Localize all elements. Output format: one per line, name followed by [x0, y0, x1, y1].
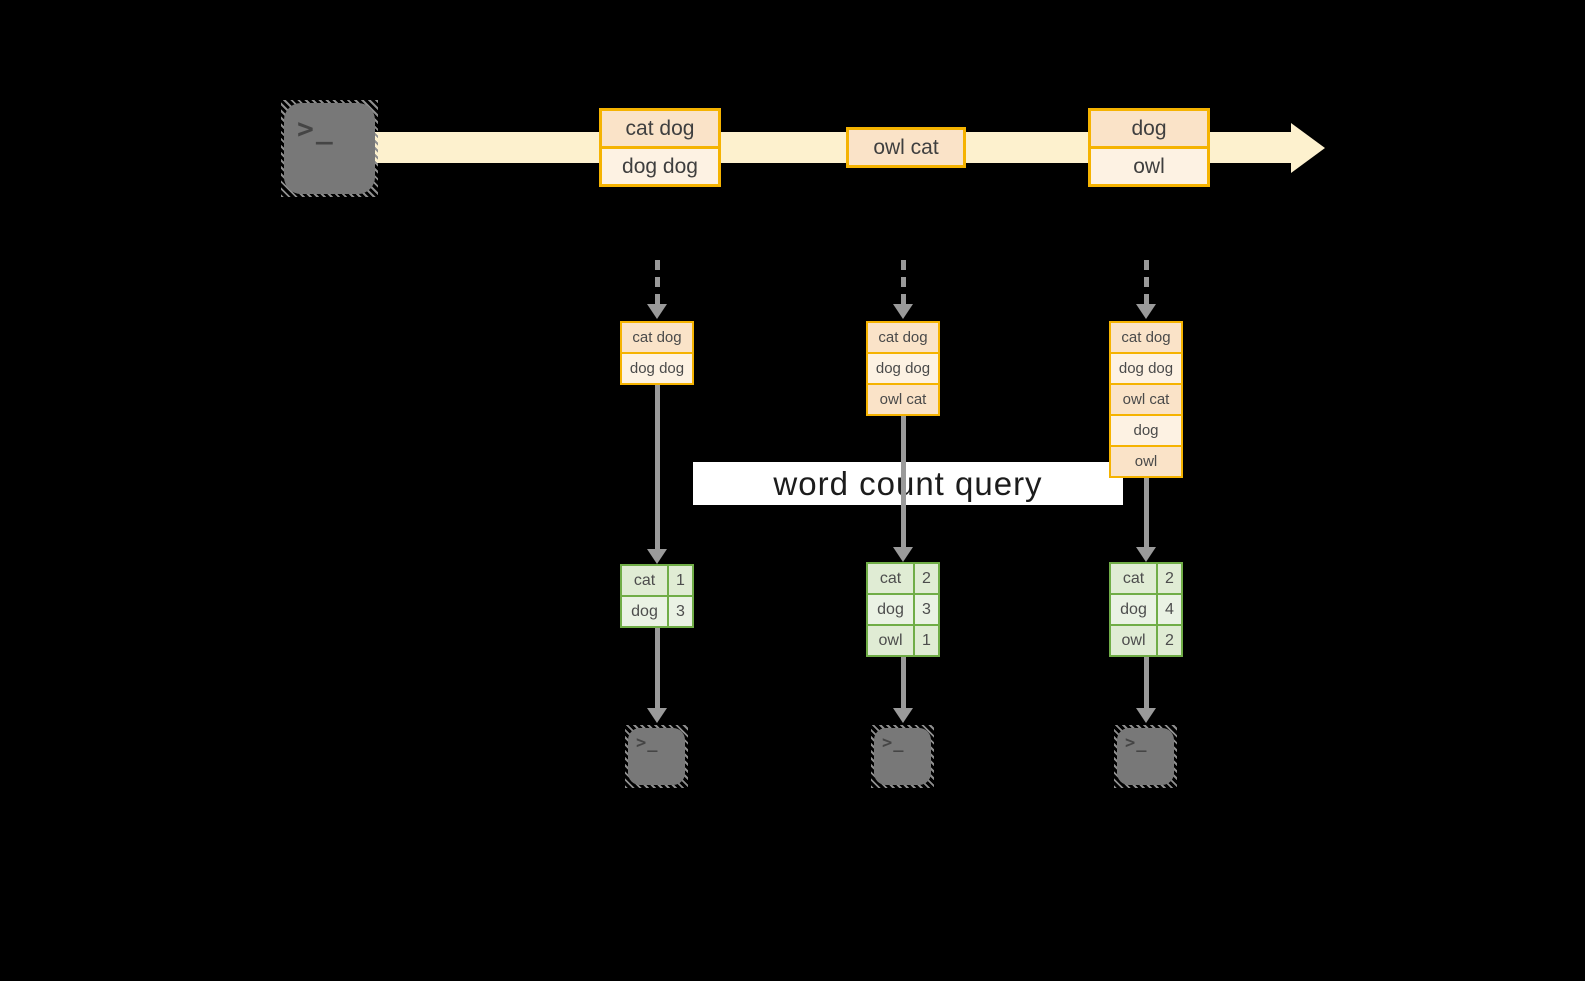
- dashed-arrow-2: [901, 260, 906, 304]
- connector-arrowhead-2-icon: [893, 547, 913, 562]
- count-row: dog 4: [1111, 595, 1181, 624]
- terminal-prompt-glyph: >_: [1125, 733, 1148, 753]
- batch-line: owl: [1111, 447, 1181, 476]
- event-line: owl cat: [849, 130, 963, 165]
- count-word-cell: dog: [622, 597, 667, 626]
- count-word-cell: owl: [1111, 626, 1156, 655]
- terminal-body: >_: [628, 728, 685, 785]
- dashed-arrow-1: [655, 260, 660, 304]
- terminal-prompt-glyph: >_: [882, 733, 905, 753]
- sink-arrowhead-1-icon: [647, 708, 667, 723]
- connector-arrowhead-1-icon: [647, 549, 667, 564]
- terminal-prompt-glyph: >_: [636, 733, 659, 753]
- dashed-arrowhead-1-icon: [647, 304, 667, 319]
- terminal-sink-3-icon: >_: [1114, 725, 1177, 788]
- terminal-sink-2-icon: >_: [871, 725, 934, 788]
- batch-line: dog dog: [622, 354, 692, 383]
- event-line: cat dog: [602, 111, 718, 146]
- batch-line: owl cat: [1111, 385, 1181, 414]
- sink-connector-line-2: [901, 657, 906, 708]
- count-value-cell: 2: [1158, 626, 1181, 655]
- dashed-arrowhead-3-icon: [1136, 304, 1156, 319]
- count-value-cell: 1: [915, 626, 938, 655]
- batch-stack-3: cat dog dog dog owl cat dog owl: [1109, 321, 1183, 478]
- stream-arrowhead-icon: [1291, 123, 1325, 173]
- connector-arrowhead-3-icon: [1136, 547, 1156, 562]
- count-word-cell: cat: [868, 564, 913, 593]
- query-label: word count query: [773, 464, 1043, 502]
- dashed-arrowhead-2-icon: [893, 304, 913, 319]
- count-row: dog 3: [622, 597, 692, 626]
- batch-line: owl cat: [868, 385, 938, 414]
- count-row: owl 2: [1111, 626, 1181, 655]
- sink-arrowhead-3-icon: [1136, 708, 1156, 723]
- batch-line: cat dog: [622, 323, 692, 352]
- stream-event-1: cat dog dog dog: [599, 108, 721, 187]
- batch-stack-1: cat dog dog dog: [620, 321, 694, 385]
- terminal-body: >_: [284, 103, 375, 194]
- batch-line: dog dog: [1111, 354, 1181, 383]
- count-row: dog 3: [868, 595, 938, 624]
- dashed-arrow-3: [1144, 260, 1149, 304]
- terminal-prompt-glyph: >_: [297, 112, 335, 145]
- terminal-body: >_: [1117, 728, 1174, 785]
- batch-line: cat dog: [868, 323, 938, 352]
- stream-event-3: dog owl: [1088, 108, 1210, 187]
- connector-line-1: [655, 385, 660, 549]
- batch-line: cat dog: [1111, 323, 1181, 352]
- sink-connector-line-1: [655, 628, 660, 708]
- event-line: dog dog: [602, 149, 718, 184]
- count-word-cell: owl: [868, 626, 913, 655]
- count-row: cat 2: [868, 564, 938, 593]
- count-word-cell: dog: [1111, 595, 1156, 624]
- terminal-source-icon: >_: [281, 100, 378, 197]
- count-table-3: cat 2 dog 4 owl 2: [1109, 562, 1183, 657]
- count-row: owl 1: [868, 626, 938, 655]
- batch-line: dog dog: [868, 354, 938, 383]
- sink-connector-line-3: [1144, 657, 1149, 708]
- count-row: cat 1: [622, 566, 692, 595]
- count-value-cell: 1: [669, 566, 692, 595]
- sink-arrowhead-2-icon: [893, 708, 913, 723]
- count-value-cell: 3: [915, 595, 938, 624]
- count-value-cell: 3: [669, 597, 692, 626]
- count-word-cell: dog: [868, 595, 913, 624]
- count-value-cell: 4: [1158, 595, 1181, 624]
- count-table-2: cat 2 dog 3 owl 1: [866, 562, 940, 657]
- batch-stack-2: cat dog dog dog owl cat: [866, 321, 940, 416]
- event-line: dog: [1091, 111, 1207, 146]
- connector-line-2: [901, 416, 906, 547]
- count-value-cell: 2: [915, 564, 938, 593]
- batch-line: dog: [1111, 416, 1181, 445]
- count-row: cat 2: [1111, 564, 1181, 593]
- terminal-body: >_: [874, 728, 931, 785]
- count-word-cell: cat: [622, 566, 667, 595]
- terminal-sink-1-icon: >_: [625, 725, 688, 788]
- count-table-1: cat 1 dog 3: [620, 564, 694, 628]
- query-label-band: word count query: [693, 462, 1123, 505]
- event-line: owl: [1091, 149, 1207, 184]
- connector-line-3: [1144, 478, 1149, 547]
- count-value-cell: 2: [1158, 564, 1181, 593]
- count-word-cell: cat: [1111, 564, 1156, 593]
- stream-event-2: owl cat: [846, 127, 966, 168]
